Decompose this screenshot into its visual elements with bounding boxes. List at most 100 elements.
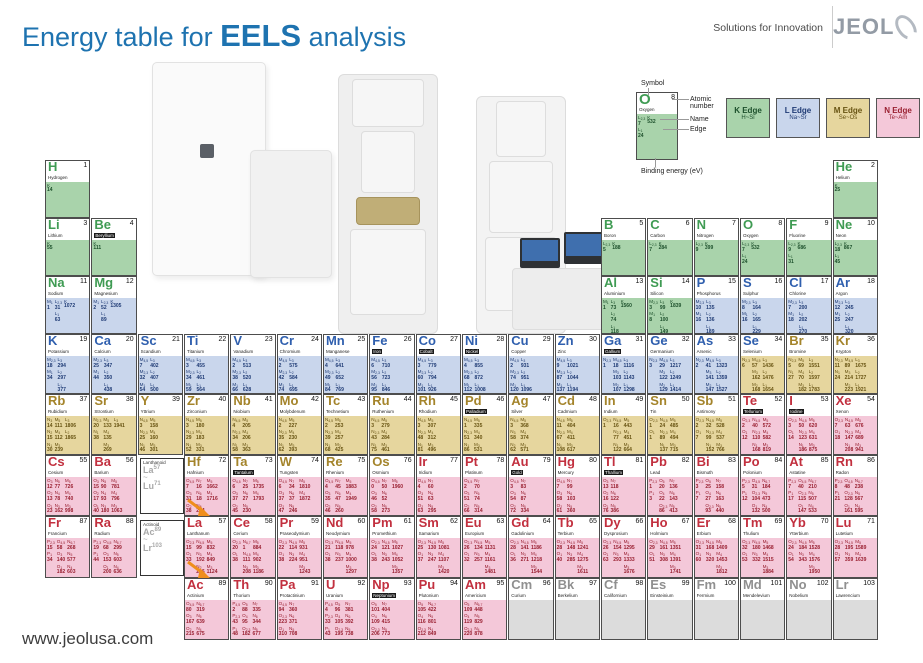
edge-value: 1414 [669, 387, 681, 394]
edge-label: N7 [715, 478, 721, 484]
edge-value: 74 [278, 387, 285, 394]
edge-label: N5 [335, 502, 341, 509]
edge-value: 115 [798, 495, 807, 502]
element-atomic-number: 2 [871, 162, 875, 169]
element-symbol: As [696, 333, 714, 348]
edge-value: 165 [752, 316, 761, 323]
actinoid-from: Ac [143, 527, 155, 537]
element-name: Iron [372, 349, 383, 354]
element-atomic-number: 19 [79, 336, 88, 343]
edge-value: 36 [510, 556, 516, 563]
edge-value: 20 [93, 422, 99, 429]
edge-label: O2,3 [334, 625, 344, 632]
edge-label: M3 [808, 563, 815, 570]
edge-label: L2,3 [649, 241, 657, 247]
edge-label: M5 [54, 417, 61, 423]
edge-label: M4 [391, 551, 398, 558]
edge-value: 24 [638, 132, 644, 139]
element-atomic-number: 99 [681, 580, 690, 587]
edge-value: 269 [103, 447, 112, 454]
edge-value: 22 [659, 495, 665, 502]
edge-label: O2,3 [185, 539, 195, 545]
edge-value: 884 [252, 544, 262, 551]
element-name: Radium [94, 531, 110, 536]
edge-value: 12 [834, 304, 841, 311]
element-symbol: Fr [48, 515, 61, 530]
edge-value: 200 [103, 569, 112, 576]
edge-value: 116 [417, 618, 426, 625]
edge-label: M4 [299, 490, 305, 497]
edge-label: N2,3 [602, 357, 611, 363]
edge-label: N5 [854, 490, 860, 497]
edge-label: K [110, 299, 114, 304]
edge-value: 1839 [670, 303, 682, 310]
edge-label: O3 [463, 490, 470, 497]
edge-label: L3 [610, 299, 616, 305]
edge-value: 368 [520, 422, 529, 429]
edge-value: 2 [278, 362, 282, 369]
edge-label: K [658, 241, 662, 246]
edge-label: N3 [844, 551, 851, 558]
edge-label: N5 [566, 502, 573, 509]
edge-value: 15 [185, 544, 192, 551]
edge-label: N3 [288, 551, 295, 558]
edge-label: N4,5 [798, 539, 807, 545]
edge-label: M5 [577, 539, 583, 545]
element-atomic-number: 4 [129, 220, 134, 227]
edge-label: M1 [649, 311, 655, 318]
edge-label: P4,5 [324, 601, 333, 607]
edge-value: 312 [427, 434, 437, 441]
edge-value: 4 [232, 422, 236, 429]
edge-label: M4,5 [371, 357, 380, 363]
actinoid-to-z: 103 [152, 543, 163, 550]
edge-value: 108 [556, 447, 565, 454]
edge-value: 878 [474, 631, 483, 638]
edge-value: 347 [103, 362, 113, 369]
edge-value: 37 [417, 556, 424, 563]
edge-value: 44 [93, 556, 99, 563]
edge-value: 19 [93, 544, 99, 551]
edge-value: 875 [808, 447, 818, 454]
edge-value: 31 [54, 304, 61, 311]
edge-value: 182 [56, 569, 66, 576]
edge-label: M3 [206, 563, 213, 570]
edge-label: N5 [520, 502, 526, 509]
edge-label: N4,5 [520, 539, 529, 545]
element-name: Technetium [325, 409, 349, 414]
edge-label: N2,3 [834, 357, 843, 363]
edge-label: L1 [289, 381, 294, 388]
edge-value: 34 [288, 483, 295, 490]
edge-label: L2 [845, 311, 850, 318]
edge-value: 279 [381, 422, 390, 429]
edge-label: O3 [185, 613, 192, 620]
element-symbol: Sr [94, 393, 109, 408]
photo-monitor-left [520, 238, 560, 268]
edge-label: M4 [54, 429, 61, 436]
element-name: Neptunium [372, 593, 397, 598]
edge-value: 27 [242, 495, 249, 502]
edge-value: 40 [798, 483, 804, 490]
edge-value: 664 [623, 447, 632, 454]
edge-label: O2 [602, 490, 609, 497]
edge-label: N5 [54, 478, 60, 484]
